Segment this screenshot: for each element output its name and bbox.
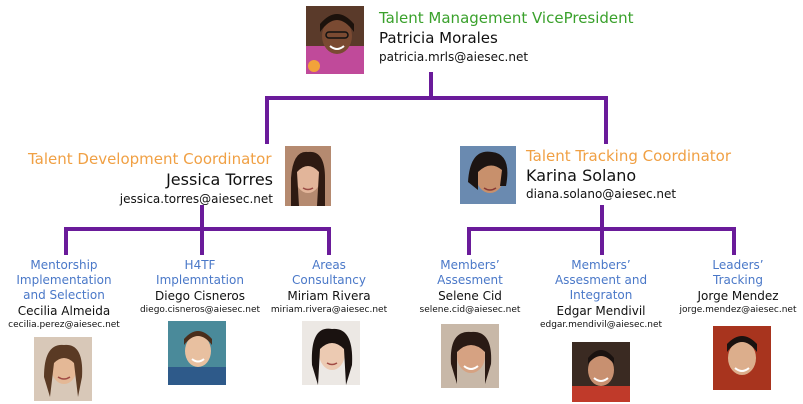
member-email: diego.cisneros@aiesec.net (139, 305, 261, 315)
coordinator-photo (460, 146, 516, 204)
portrait-image (460, 146, 516, 204)
vp-photo (306, 6, 364, 74)
connector-left-drop-2 (200, 227, 204, 255)
portrait-image (572, 342, 630, 402)
member-email: cecilia.perez@aiesec.net (8, 320, 120, 330)
vp-name: Patricia Morales (379, 29, 498, 47)
member-role-line: and Selection (23, 288, 105, 302)
member-email: selene.cid@aiesec.net (419, 305, 521, 315)
member-email: jorge.mendez@aiesec.net (679, 305, 797, 315)
portrait-image (168, 321, 226, 385)
member-photo (34, 337, 92, 401)
member-email: edgar.mendivil@aiesec.net (539, 320, 663, 330)
connector-right-drop-3 (732, 227, 736, 255)
member-role-line: Consultancy (292, 273, 366, 287)
member-name: Diego Cisneros (155, 289, 245, 303)
member-name: Edgar Mendivil (556, 304, 646, 318)
member-email: miriam.rivera@aiesec.net (270, 305, 388, 315)
connector-left-drop-3 (327, 227, 331, 255)
coordinator-role: Talent Development Coordinator (28, 150, 272, 168)
member-role-line: Implementation (16, 273, 112, 287)
member-role-line: Tracking (713, 273, 763, 287)
member-role-line: Members’ (440, 258, 500, 272)
portrait-image (34, 337, 92, 401)
portrait-image (302, 321, 360, 385)
member-role-line: Integraton (569, 288, 633, 302)
connector-vp-down (429, 72, 433, 98)
connector-right-coord-down (600, 205, 604, 229)
member-name: Cecilia Almeida (17, 304, 111, 318)
member-role-line: Implemntation (156, 273, 244, 287)
member-name: Jorge Mendez (697, 289, 779, 303)
member-role-line: H4TF (184, 258, 216, 272)
member-role-line: Assesment (437, 273, 503, 287)
member-card: Areas Consultancy Miriam Rivera miriam.r… (268, 258, 390, 316)
coordinator-email: jessica.torres@aiesec.net (119, 192, 273, 206)
portrait-image (306, 6, 364, 74)
member-role-line: Areas (312, 258, 346, 272)
member-photo (713, 326, 771, 390)
connector-right-drop-2 (600, 227, 604, 255)
member-name: Miriam Rivera (287, 289, 371, 303)
member-role-line: Members’ (571, 258, 631, 272)
coordinator-role: Talent Tracking Coordinator (526, 147, 731, 165)
member-card: Members’ Assesment and Integraton Edgar … (530, 258, 672, 331)
member-photo (302, 321, 360, 385)
connector-right-drop-1 (467, 227, 471, 255)
member-card: Members’ Assesment Selene Cid selene.cid… (414, 258, 526, 316)
vp-email: patricia.mrls@aiesec.net (379, 50, 529, 64)
portrait-image (285, 146, 331, 206)
connector-left-drop (265, 96, 269, 144)
member-photo (168, 321, 226, 385)
connector-top-horizontal (265, 96, 608, 100)
member-photo (572, 342, 630, 402)
connector-left-drop-1 (64, 227, 68, 255)
coordinator-name: Jessica Torres (166, 170, 273, 189)
member-role-line: Leaders’ (712, 258, 764, 272)
member-role-line: Mentorship (30, 258, 98, 272)
member-name: Selene Cid (438, 289, 502, 303)
portrait-image (441, 324, 499, 388)
coordinator-photo (285, 146, 331, 206)
vp-role: Talent Management VicePresident (379, 9, 634, 27)
member-card: Mentorship Implementation and Selection … (0, 258, 128, 331)
connector-left-horizontal (64, 227, 331, 231)
member-photo (441, 324, 499, 388)
member-card: H4TF Implemntation Diego Cisneros diego.… (130, 258, 270, 316)
portrait-image (713, 326, 771, 390)
connector-left-coord-down (200, 205, 204, 229)
member-card: Leaders’ Tracking Jorge Mendez jorge.men… (676, 258, 800, 316)
member-role-line: Assesment and (554, 273, 648, 287)
connector-right-drop (604, 96, 608, 144)
coordinator-name: Karina Solano (526, 166, 637, 185)
coordinator-email: diana.solano@aiesec.net (526, 187, 677, 201)
